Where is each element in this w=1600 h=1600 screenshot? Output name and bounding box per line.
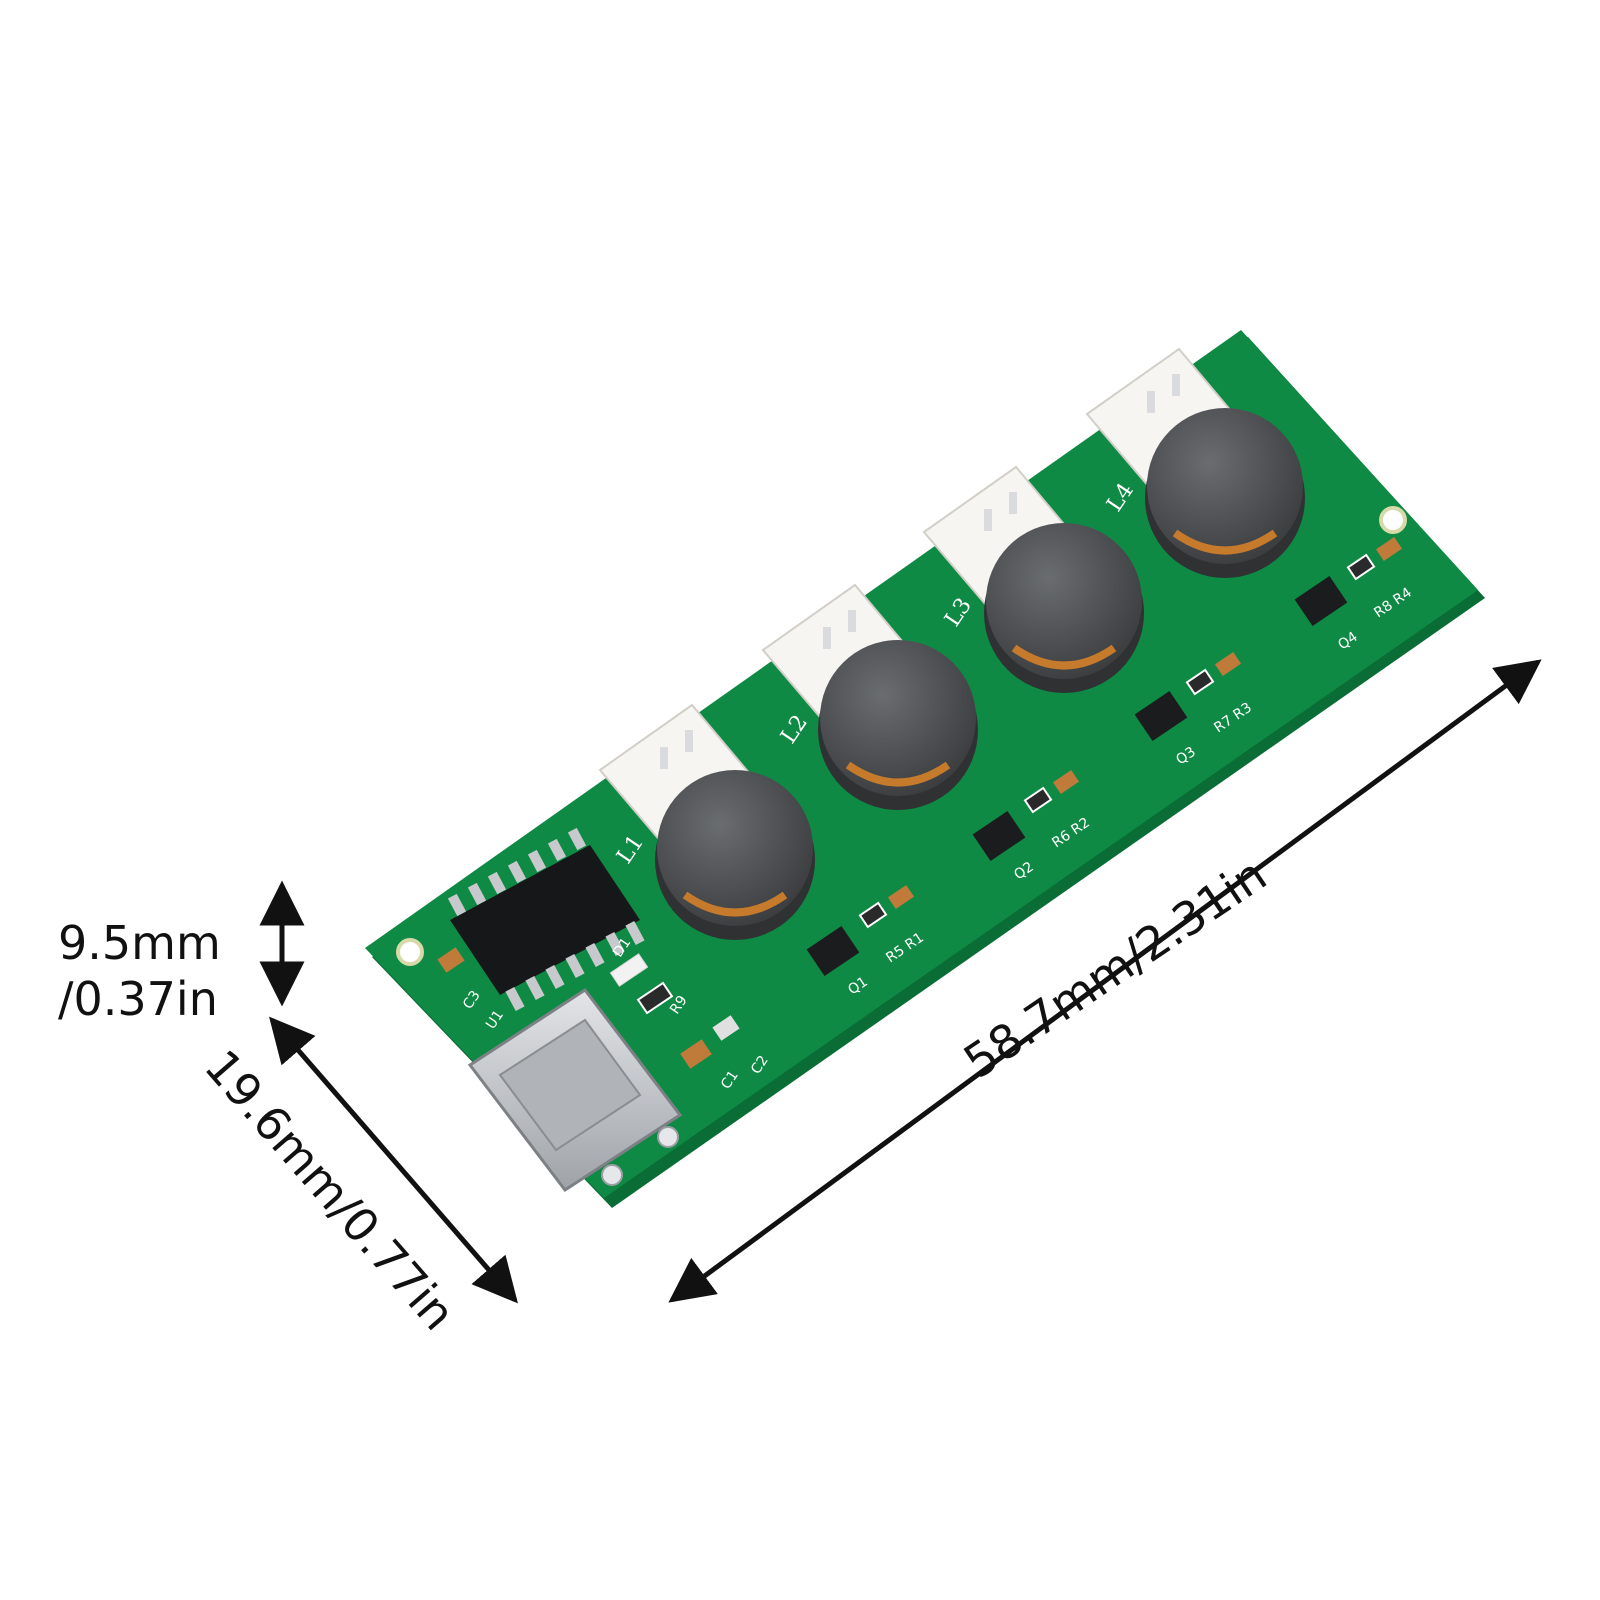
mounting-hole-right bbox=[1379, 506, 1407, 534]
width-arrow-icon bbox=[269, 1016, 518, 1304]
connector-pins bbox=[660, 374, 1180, 769]
smd-resistors bbox=[858, 537, 1403, 929]
inductor-l2 bbox=[818, 640, 978, 810]
inductor-l1 bbox=[655, 770, 815, 940]
inductor-l3 bbox=[984, 523, 1144, 693]
thickness-in: /0.37in bbox=[58, 972, 218, 1026]
smd-transistors bbox=[806, 575, 1348, 977]
inductor-l4 bbox=[1145, 408, 1305, 578]
mounting-hole-left bbox=[396, 938, 424, 966]
thickness-dimension-label: 9.5mm /0.37in bbox=[58, 915, 221, 1027]
thickness-mm: 9.5mm bbox=[58, 916, 221, 970]
ic-chip bbox=[447, 827, 645, 1012]
smd-parts-left bbox=[437, 947, 740, 1069]
usb-c-port bbox=[467, 987, 683, 1193]
length-arrow-icon bbox=[668, 659, 1542, 1303]
